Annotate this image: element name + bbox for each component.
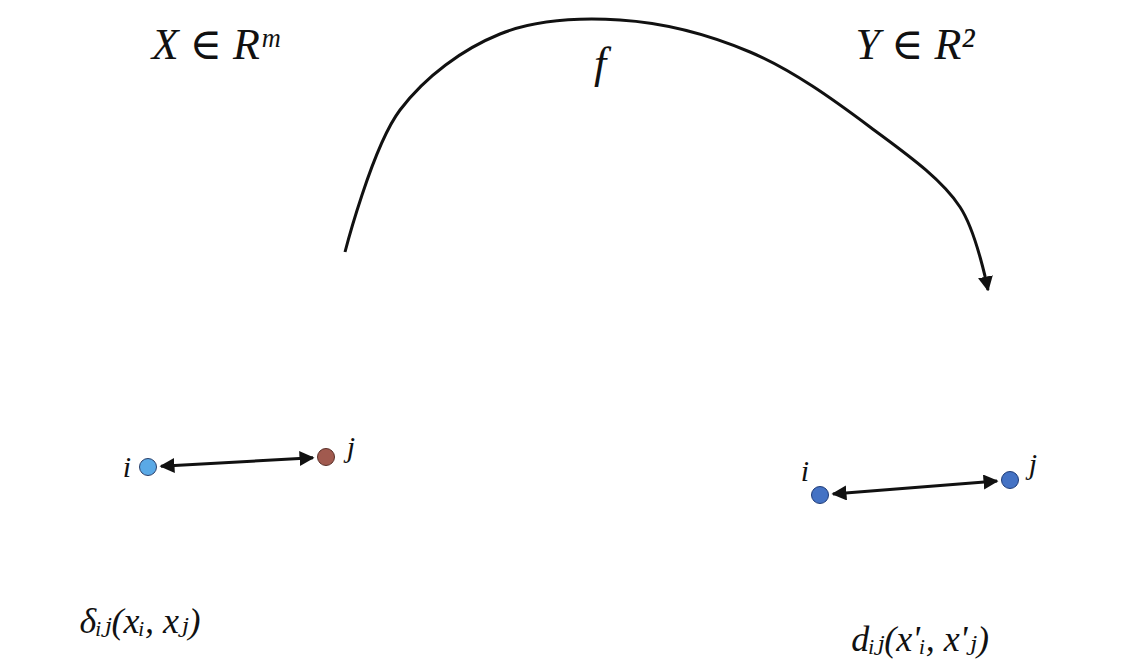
data-point [112,212,128,228]
manifold-blob [6,101,380,586]
blob-highlight [80,210,220,310]
data-point [1046,366,1064,384]
distance-formula: δᵢⱼ(xᵢ, xⱼ) [79,602,200,642]
point-node: i [811,486,829,504]
blob-highlight [30,498,90,542]
point-label: i [801,454,809,487]
data-point [334,254,350,270]
space-heading: X ∈ Rᵐ [152,21,279,69]
manifold-blob-shape [0,0,400,672]
space-heading: Y ∈ R² [855,21,974,69]
point-node: j [1001,471,1019,489]
embedding-region: i j Y ∈ R² dᵢⱼ(x'ᵢ, x'ⱼ) [700,0,1131,672]
data-point [896,339,914,357]
function-label: f [594,40,606,88]
point-node: j [317,448,335,466]
data-point [979,294,997,312]
blob-highlight [178,112,222,188]
distance-arrow [833,481,997,494]
data-point [234,320,250,336]
data-point [809,273,827,291]
distance-formula: dᵢⱼ(x'ᵢ, x'ⱼ) [851,620,989,660]
point-label: j [1029,447,1037,480]
point-node: i [139,458,157,476]
distance-arrow [161,458,313,467]
manifold-region: i j X ∈ Rᵐ δᵢⱼ(xᵢ, xⱼ) [0,0,400,672]
embedding-cloud-shape [700,0,1131,672]
point-label: j [347,430,355,463]
embedding-cloud [693,191,1131,616]
data-point [214,367,230,383]
data-point [901,399,919,417]
data-point [172,330,188,346]
mapping-arrow [345,19,988,290]
point-label: i [123,450,131,483]
